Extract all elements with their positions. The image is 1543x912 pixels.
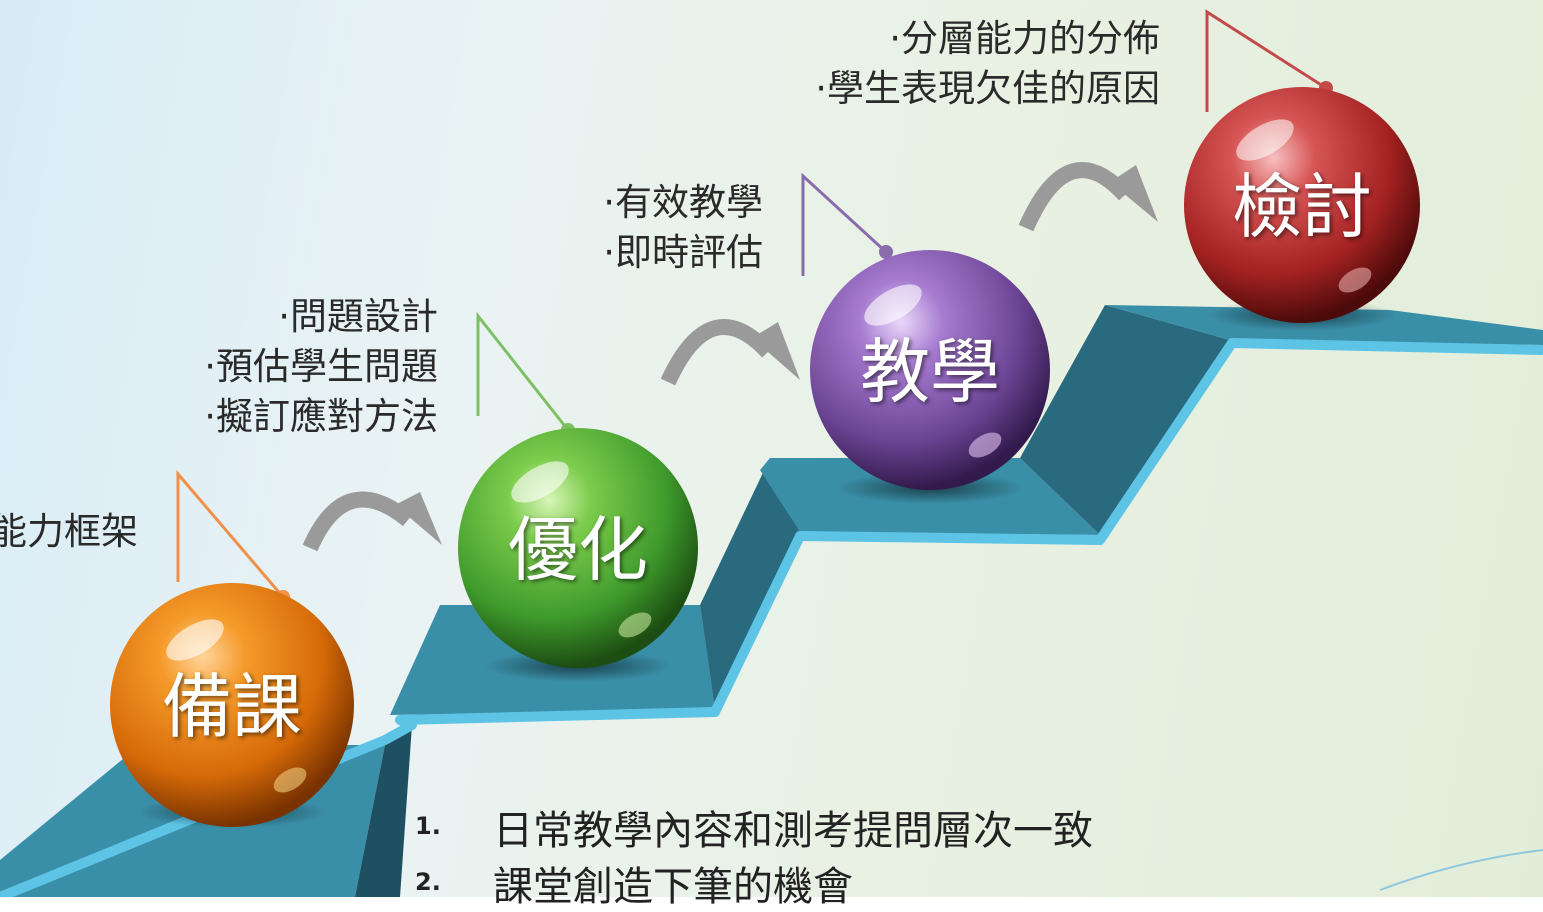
note-item: ·學生表現欠佳的原因	[815, 67, 1160, 110]
list-item-number: 1.	[415, 812, 441, 840]
stage-label-review: 檢討	[1232, 166, 1372, 248]
progress-arrows	[302, 162, 1158, 552]
stair-riser-2	[700, 458, 800, 710]
stair-riser-1	[355, 725, 412, 897]
sphere-review	[1184, 87, 1420, 323]
arrow-1-icon	[302, 491, 442, 552]
stage-label-teach: 教學	[860, 331, 1000, 413]
stair-edge	[0, 338, 1543, 897]
decorative-swoosh	[1379, 849, 1543, 891]
note-review: ·分層能力的分佈 ·學生表現欠佳的原因	[720, 14, 1160, 114]
sphere-refine	[458, 428, 698, 668]
stair-riser-3	[1020, 305, 1230, 535]
note-item: ·有效教學	[603, 181, 763, 224]
note-item: ·預估學生問題	[204, 345, 438, 388]
list-item-text: 課堂創造下筆的機會	[493, 864, 853, 910]
note-teach: ·有效教學 ·即時評估	[520, 178, 763, 278]
sphere-prepare	[110, 583, 354, 827]
callout-2	[476, 311, 575, 437]
arrow-2-icon	[660, 319, 800, 386]
stage-label-refine: 優化	[508, 509, 648, 591]
note-refine: ·問題設計 ·預估學生問題 ·擬訂應對方法	[130, 292, 438, 442]
note-prepare: 能力框架	[0, 507, 138, 557]
stage-label-prepare: 備課	[162, 666, 302, 748]
callout-3	[801, 172, 893, 276]
note-item: ·即時評估	[603, 231, 763, 274]
sphere-teach	[810, 250, 1050, 490]
list-item-text: 日常教學內容和測考提問層次一致	[493, 808, 1093, 854]
note-item: 能力框架	[0, 510, 138, 553]
arrow-3-icon	[1018, 162, 1158, 232]
note-item: ·問題設計	[278, 295, 438, 338]
note-item: ·分層能力的分佈	[889, 17, 1160, 60]
list-item-number: 2.	[415, 868, 441, 896]
note-item: ·擬訂應對方法	[204, 395, 438, 438]
